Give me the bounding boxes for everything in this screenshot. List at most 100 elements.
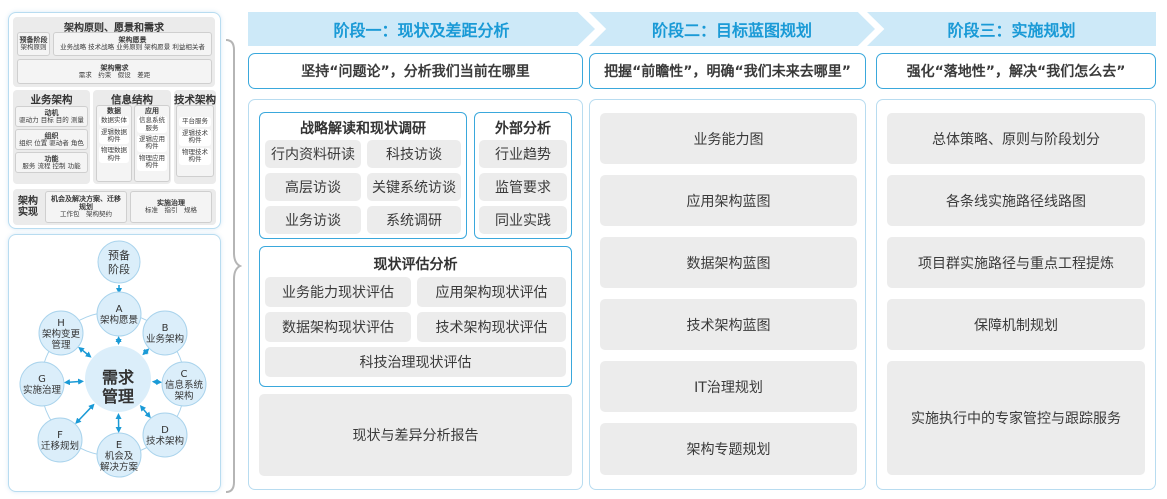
double-arrow-icon — [142, 348, 150, 356]
technology-architecture-section: 技术架构 平台服务 逻辑技术构件 物理技术构件 — [174, 90, 216, 184]
phase-label: 实施治理 — [23, 384, 62, 396]
stage-3-header: 阶段三：实施规划 — [867, 12, 1156, 46]
assessment-item: 技术架构现状评估 — [417, 312, 566, 342]
strategy-item: 业务访谈 — [265, 206, 361, 234]
center-label: 管理 — [102, 387, 134, 406]
stage-3-title: 阶段三：实施规划 — [947, 21, 1076, 40]
phase-label: 技术架构 — [146, 435, 184, 447]
phase-label: 信息系统 — [165, 379, 204, 391]
strategy-item: 关键系统访谈 — [367, 173, 461, 201]
tech-item: 平台服务 — [179, 117, 211, 127]
requirements-text: 需求 约束 假设 差距 — [78, 70, 151, 79]
prelim-label: 阶段 — [108, 262, 130, 276]
tech-item: 逻辑技术构件 — [179, 128, 211, 146]
stage-2-item: IT治理规划 — [600, 361, 857, 412]
stage-3-item: 项目群实施路径与重点工程提炼 — [887, 237, 1145, 288]
phase-label: 解决方案 — [100, 461, 139, 473]
organization-title: 组织 — [44, 131, 59, 140]
stage-2-item: 数据架构蓝图 — [600, 237, 857, 288]
motivation-box: 动机驱动力 目标 目的 测量 — [15, 106, 88, 127]
opportunity-text: 工作包 架构契约 — [60, 210, 112, 219]
prelim-box: 预备阶段架构原则 — [17, 32, 50, 56]
data-item: 数据实体 — [99, 116, 129, 126]
assessment-title: 现状评估分析 — [373, 257, 458, 273]
vision-text: 业务战略 技术战略 业务原则 架构愿景 利益相关者 — [60, 43, 205, 52]
function-box: 功能服务 流程 控制 功能 — [15, 152, 88, 173]
phase-letter: H — [57, 318, 65, 329]
external-title: 外部分析 — [495, 121, 551, 137]
opportunity-title: 机会及解决方案、迁移规划 — [51, 195, 121, 212]
stage-3-item: 保障机制规划 — [887, 299, 1145, 350]
double-arrow-icon — [75, 403, 95, 425]
governance-text: 标准 指引 规格 — [145, 206, 197, 215]
app-title: 应用 — [145, 107, 159, 115]
tech-item: 物理技术构件 — [179, 147, 211, 165]
stage-3-subtitle: 强化“落地性”，解决“我们怎么去” — [876, 53, 1156, 89]
data-box: 数据 数据实体 逻辑数据构件 物理数据构件 — [96, 105, 132, 182]
principles-section: 架构原则、愿景和需求 预备阶段架构原则 架构愿景业务战略 技术战略 业务原则 架… — [13, 17, 215, 87]
app-item: 物理应用构件 — [137, 153, 167, 171]
requirements-title: 架构需求 — [100, 63, 129, 72]
stage-2-item: 业务能力图 — [600, 113, 857, 164]
principles-title: 架构原则、愿景和需求 — [64, 23, 164, 34]
gap-analysis-report: 现状与差异分析报告 — [259, 394, 572, 476]
adm-cycle-diagram: 需求 管理 预备 阶段 A架构愿景B业务架构C信息系统架构D技术架构E机会及解决… — [19, 240, 207, 478]
phase-letter: G — [38, 374, 46, 385]
organization-box: 组织组织 位置 驱动者 角色 — [15, 129, 88, 150]
double-arrow-icon — [63, 378, 85, 386]
assessment-item: 应用架构现状评估 — [417, 277, 566, 307]
phase-label: 管理 — [51, 339, 71, 351]
stage-2-subtitle: 把握“前瞻性”，明确“我们未来去哪里” — [589, 53, 866, 89]
phase-label: 架构变更 — [42, 328, 81, 340]
prelim-title: 预备阶段 — [19, 36, 48, 45]
info-title: 信息结构 — [111, 94, 153, 106]
phase-label: 迁移规划 — [41, 440, 79, 452]
stage-3-item: 实施执行中的专家管控与跟踪服务 — [887, 361, 1145, 475]
realization-section: 架构实现 机会及解决方案、迁移规划工作包 架构契约 实施治理标准 指引 规格 — [13, 189, 216, 225]
strategy-item: 系统调研 — [367, 206, 461, 234]
function-title: 功能 — [44, 154, 59, 163]
double-arrow-icon — [139, 405, 151, 419]
strategy-title: 战略解读和现状调研 — [300, 121, 426, 137]
stage-2-item: 架构专题规划 — [600, 423, 857, 475]
tech-box: 平台服务 逻辑技术构件 物理技术构件 — [176, 105, 214, 177]
phase-label: 机会及 — [105, 450, 134, 462]
prelim-label: 预备 — [108, 248, 130, 262]
requirements-box: 架构需求需求 约束 假设 差距 — [17, 59, 212, 84]
governance-box: 实施治理标准 指引 规格 — [130, 191, 212, 223]
strategy-item: 行内资料研读 — [265, 140, 361, 168]
phase-label: 架构愿景 — [100, 314, 138, 326]
function-text: 服务 流程 控制 功能 — [22, 161, 81, 170]
app-item: 逻辑应用构件 — [137, 134, 167, 152]
bracket-divider — [225, 39, 242, 493]
requirements-management-node — [85, 346, 151, 412]
vision-title: 架构愿景 — [118, 36, 147, 45]
stage-3-item: 各条线实施路径线路图 — [887, 175, 1145, 226]
strategy-item: 科技访谈 — [367, 140, 461, 168]
tech-title: 技术架构 — [174, 94, 216, 106]
stage-2-header: 阶段二：目标蓝图规划 — [589, 12, 875, 46]
app-item: 信息系统服务 — [137, 116, 167, 133]
stage-2-title: 阶段二：目标蓝图规划 — [651, 21, 812, 40]
information-structure-section: 信息结构 数据 数据实体 逻辑数据构件 物理数据构件 应用 信息系统服务 逻辑应… — [93, 90, 171, 184]
double-arrow-icon — [78, 346, 92, 358]
phase-letter: F — [57, 430, 63, 441]
phase-letter: C — [181, 369, 188, 380]
application-box: 应用 信息系统服务 逻辑应用构件 物理应用构件 — [134, 105, 170, 182]
motivation-title: 动机 — [44, 108, 59, 117]
phase-label: 业务架构 — [146, 333, 184, 345]
data-item: 逻辑数据构件 — [99, 127, 129, 145]
prelim-node: 预备 阶段 — [97, 240, 141, 284]
stage-3-item: 总体策略、原则与阶段划分 — [887, 113, 1145, 164]
phase-letter: E — [116, 440, 122, 451]
vision-box: 架构愿景业务战略 技术战略 业务原则 架构愿景 利益相关者 — [53, 32, 212, 56]
external-item: 同业实践 — [479, 206, 567, 234]
opportunity-box: 机会及解决方案、迁移规划工作包 架构契约 — [45, 191, 127, 223]
center-label: 需求 — [102, 368, 135, 387]
architecture-content-panel: 架构原则、愿景和需求 预备阶段架构原则 架构愿景业务战略 技术战略 业务原则 架… — [8, 12, 221, 229]
